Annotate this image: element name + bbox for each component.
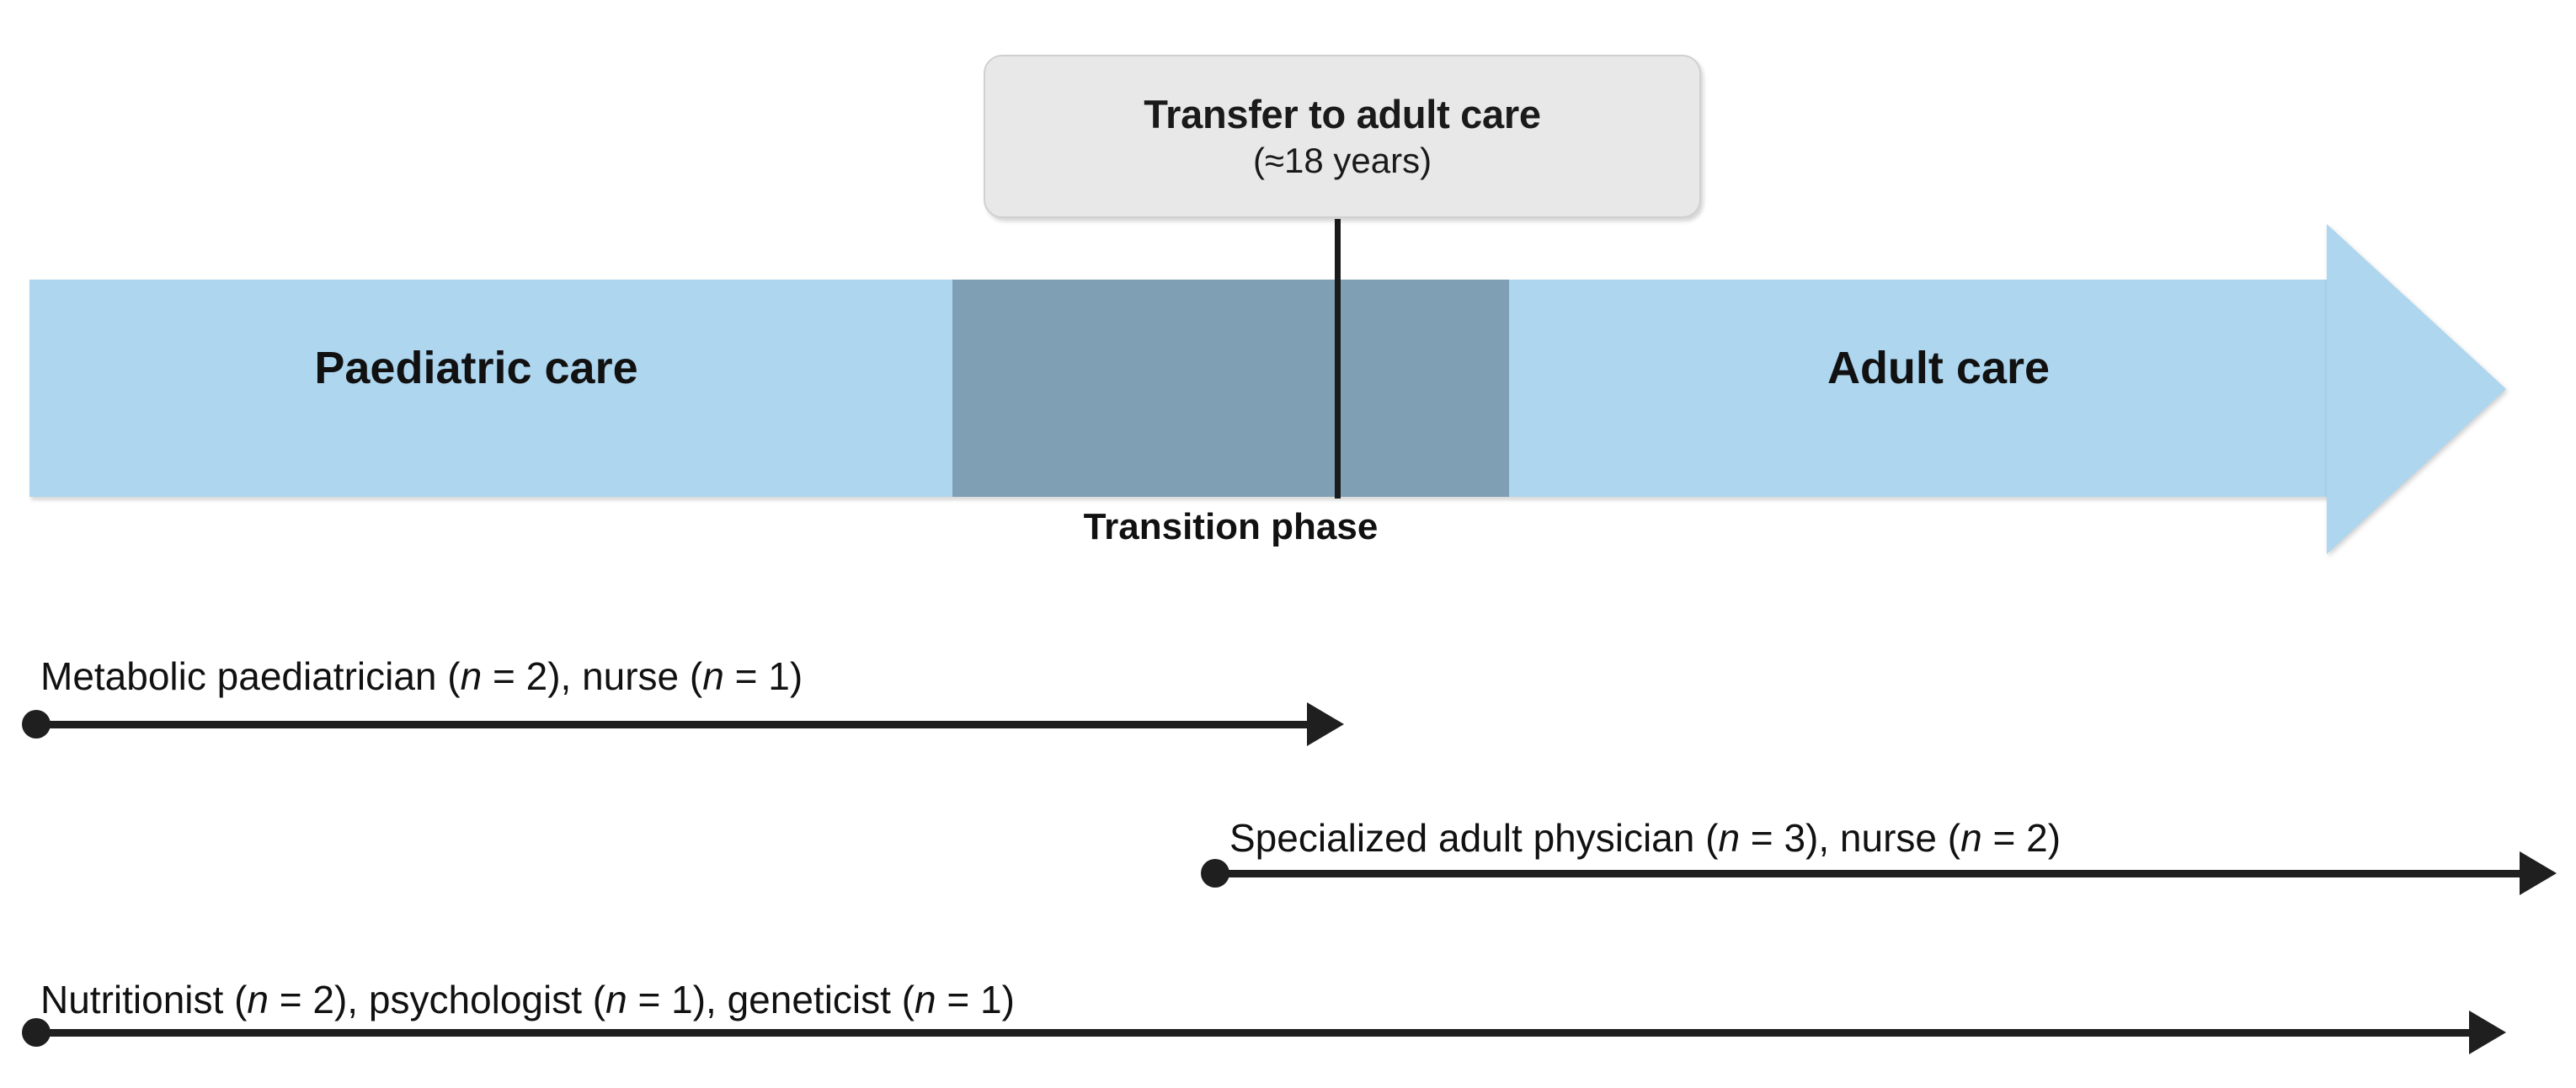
row-text-segment: Nutritionist (	[40, 978, 248, 1021]
nutritionist-psychologist-geneticist-row-label: Nutritionist (n = 2), psychologist (n = …	[40, 980, 1015, 1019]
row-text-segment: = 2)	[1981, 816, 2061, 860]
transfer-callout-box: Transfer to adult care (≈18 years)	[984, 55, 1701, 218]
row-text-segment: = 1)	[723, 654, 803, 698]
row-text-segment: Metabolic paediatrician (	[40, 654, 461, 698]
transfer-callout-subtitle: (≈18 years)	[1252, 140, 1432, 180]
metabolic-paediatrician-row-line	[34, 721, 1307, 728]
specialized-adult-physician-row-label: Specialized adult physician (n = 3), nur…	[1229, 819, 2061, 857]
callout-connector-line	[1335, 219, 1341, 499]
sample-size-symbol: n	[605, 978, 627, 1021]
transfer-callout-title: Transfer to adult care	[1144, 92, 1541, 137]
metabolic-paediatrician-row-label: Metabolic paediatrician (n = 2), nurse (…	[40, 657, 803, 696]
nutritionist-psychologist-geneticist-row-line	[34, 1029, 2469, 1037]
sample-size-symbol: n	[460, 654, 483, 698]
row-text-segment: = 3), nurse (	[1740, 816, 1961, 860]
paediatric-care-label: Paediatric care	[314, 343, 638, 393]
transition-phase-label: Transition phase	[1083, 506, 1379, 547]
metabolic-paediatrician-row-arrowhead-icon	[1307, 702, 1344, 746]
sample-size-symbol: n	[247, 978, 269, 1021]
specialized-adult-physician-row-line	[1213, 870, 2520, 877]
adult-care-label: Adult care	[1827, 343, 2051, 393]
transition-phase-block	[952, 280, 1509, 497]
row-text-segment: = 1), geneticist (	[627, 978, 915, 1021]
specialized-adult-physician-row-arrowhead-icon	[2520, 851, 2557, 895]
row-text-segment: = 2), psychologist (	[268, 978, 606, 1021]
sample-size-symbol: n	[1960, 816, 1982, 860]
sample-size-symbol: n	[1718, 816, 1741, 860]
row-text-segment: = 1)	[936, 978, 1015, 1021]
row-text-segment: Specialized adult physician (	[1229, 816, 1719, 860]
sample-size-symbol: n	[702, 654, 724, 698]
row-text-segment: = 2), nurse (	[482, 654, 703, 698]
sample-size-symbol: n	[915, 978, 936, 1021]
nutritionist-psychologist-geneticist-row-arrowhead-icon	[2469, 1011, 2506, 1054]
